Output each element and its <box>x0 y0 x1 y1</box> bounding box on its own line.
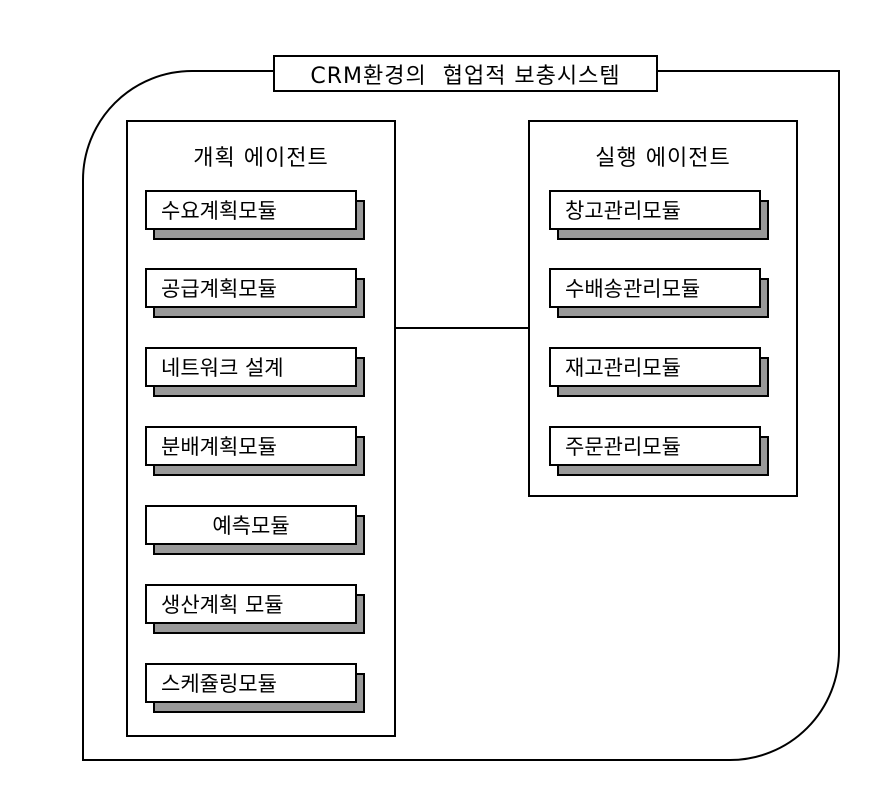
module-network-design: 네트워크 설계 <box>145 347 357 387</box>
module-distribution-planning: 분배계획모듈 <box>145 426 357 466</box>
module-warehouse-management: 창고관리모듈 <box>549 190 761 230</box>
execution-agent-title: 실행 에이전트 <box>530 140 796 172</box>
module-order-management: 주문관리모듈 <box>549 426 761 466</box>
module-demand-planning: 수요계획모듈 <box>145 190 357 230</box>
module-inventory-management: 재고관리모듈 <box>549 347 761 387</box>
module-label: 분배계획모듈 <box>145 426 357 466</box>
module-production-planning: 생산계획 모듈 <box>145 584 357 624</box>
module-label: 스케쥴링모듈 <box>145 663 357 703</box>
agent-connector <box>396 327 528 329</box>
module-forecasting: 예측모듈 <box>145 505 357 545</box>
module-label: 창고관리모듈 <box>549 190 761 230</box>
module-label: 주문관리모듈 <box>549 426 761 466</box>
module-supply-planning: 공급계획모듈 <box>145 268 357 308</box>
module-label: 예측모듈 <box>145 505 357 545</box>
module-label: 공급계획모듈 <box>145 268 357 308</box>
module-transportation-management: 수배송관리모듈 <box>549 268 761 308</box>
module-label: 수요계획모듈 <box>145 190 357 230</box>
module-label: 네트워크 설계 <box>145 347 357 387</box>
module-scheduling: 스케쥴링모듈 <box>145 663 357 703</box>
planning-agent-title: 개획 에이전트 <box>128 140 394 172</box>
module-label: 생산계획 모듈 <box>145 584 357 624</box>
module-label: 수배송관리모듈 <box>549 268 761 308</box>
system-title: CRM환경의 협업적 보충시스템 <box>273 55 658 92</box>
module-label: 재고관리모듈 <box>549 347 761 387</box>
